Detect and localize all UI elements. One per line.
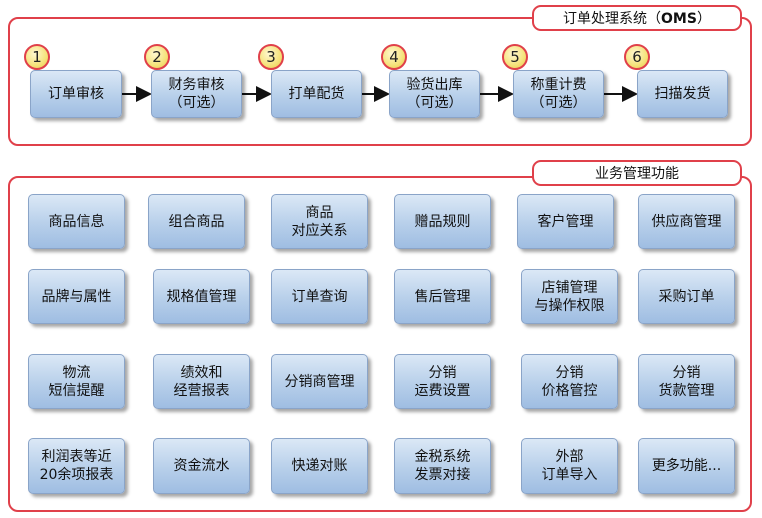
function-tile[interactable]: 规格值管理 [153,269,250,324]
function-tile[interactable]: 采购订单 [638,269,735,324]
oms-step-1[interactable]: 订单审核 [30,70,122,118]
oms-step-6[interactable]: 扫描发货 [637,70,728,118]
function-tile[interactable]: 快递对账 [271,438,368,494]
function-tile[interactable]: 分销 货款管理 [638,354,735,409]
oms-step-5[interactable]: 称重计费 （可选） [513,70,604,118]
function-tile[interactable]: 组合商品 [148,194,245,249]
step-number-4: 4 [381,44,407,70]
step-number-1: 1 [24,44,50,70]
function-tile[interactable]: 订单查询 [271,269,368,324]
function-tile[interactable]: 客户管理 [517,194,614,249]
step-number-3: 3 [258,44,284,70]
function-tile[interactable]: 商品 对应关系 [271,194,368,249]
step-number-6: 6 [624,44,650,70]
oms-step-3[interactable]: 打单配货 [271,70,362,118]
oms-panel [8,17,752,146]
business-panel-title: 业务管理功能 [532,160,742,186]
function-tile[interactable]: 更多功能... [638,438,735,494]
function-tile[interactable]: 店铺管理 与操作权限 [521,269,618,324]
oms-panel-title: 订单处理系统（OMS） [532,5,742,31]
function-tile[interactable]: 绩效和 经营报表 [153,354,250,409]
step-number-5: 5 [502,44,528,70]
function-tile[interactable]: 金税系统 发票对接 [394,438,491,494]
oms-step-2[interactable]: 财务审核 （可选） [151,70,242,118]
function-tile[interactable]: 利润表等近 20余项报表 [28,438,125,494]
function-tile[interactable]: 分销 运费设置 [394,354,491,409]
function-tile[interactable]: 商品信息 [28,194,125,249]
function-tile[interactable]: 分销 价格管控 [521,354,618,409]
function-tile[interactable]: 分销商管理 [271,354,368,409]
function-tile[interactable]: 赠品规则 [394,194,491,249]
function-tile[interactable]: 外部 订单导入 [521,438,618,494]
business-panel [8,176,752,512]
function-tile[interactable]: 售后管理 [394,269,491,324]
step-number-2: 2 [144,44,170,70]
function-tile[interactable]: 供应商管理 [638,194,735,249]
function-tile[interactable]: 物流 短信提醒 [28,354,125,409]
oms-step-4[interactable]: 验货出库 （可选） [389,70,480,118]
function-tile[interactable]: 品牌与属性 [28,269,125,324]
function-tile[interactable]: 资金流水 [153,438,250,494]
